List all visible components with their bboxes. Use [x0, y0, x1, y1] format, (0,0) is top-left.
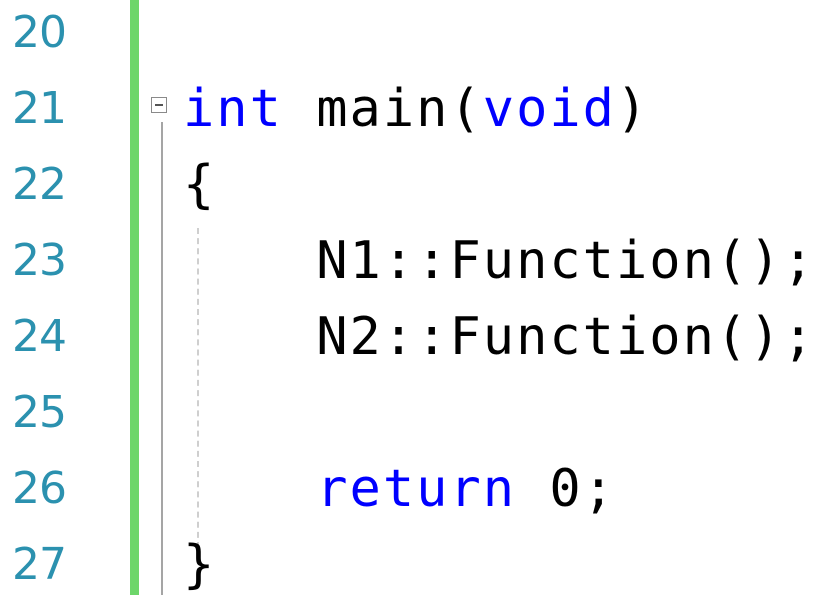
- keyword-int: int: [183, 79, 283, 139]
- line-number: 22: [12, 159, 67, 210]
- outlining-line: [161, 122, 163, 595]
- code-line-21[interactable]: int main(void): [183, 71, 649, 147]
- keyword-void: void: [482, 79, 616, 139]
- line-number: 26: [12, 463, 67, 514]
- code-line-23[interactable]: N1::Function();: [183, 231, 816, 291]
- indent-guide: [197, 228, 199, 548]
- code-line-24[interactable]: N2::Function();: [183, 307, 816, 367]
- return-value: 0;: [516, 459, 616, 519]
- minus-box-icon[interactable]: [151, 97, 167, 113]
- line-number: 21: [12, 83, 67, 134]
- line-number: 24: [12, 311, 67, 362]
- line-number: 27: [12, 539, 67, 590]
- line-number: 25: [12, 387, 67, 438]
- keyword-return: return: [316, 459, 517, 519]
- indent: [183, 459, 316, 519]
- code-line-26[interactable]: return 0;: [183, 451, 616, 527]
- line-number-gutter: 20 21 22 23 24 25 26 27: [0, 0, 124, 595]
- line-number: 23: [12, 235, 67, 286]
- change-tracking-bar: [130, 0, 139, 595]
- code-line-27[interactable]: }: [183, 535, 217, 595]
- code-line-22[interactable]: {: [183, 155, 217, 215]
- function-name: main(: [282, 79, 483, 139]
- line-number: 20: [12, 7, 67, 58]
- close-paren: ): [616, 79, 650, 139]
